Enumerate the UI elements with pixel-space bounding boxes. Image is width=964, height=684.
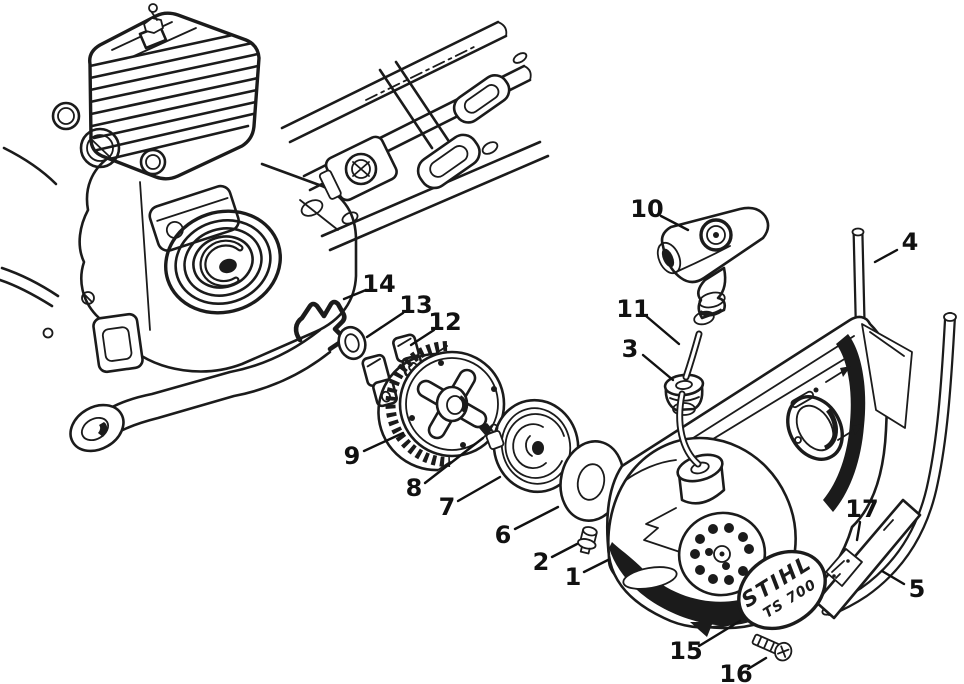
part-16-screw [751, 633, 793, 662]
handlebar-frame-illustration [280, 20, 550, 252]
callout-6: 6 [495, 521, 512, 549]
callout-10: 10 [630, 195, 663, 223]
callout-2: 2 [533, 548, 550, 576]
callout-3: 3 [622, 335, 639, 363]
starter-parts-row [293, 299, 625, 555]
callout-5: 5 [909, 575, 926, 603]
part-13-washer [337, 325, 367, 361]
part-3-rope-bushing [663, 373, 705, 416]
callout-14: 14 [362, 270, 395, 298]
left-hardware-illustration [0, 146, 144, 374]
callout-4: 4 [902, 228, 919, 256]
starter-cover-assembly: STIHL TS 700 [605, 206, 957, 662]
callout-15: 15 [669, 637, 702, 665]
part-15-logo-plate: STIHL TS 700 [737, 549, 827, 631]
part-11-starter-rope [676, 330, 703, 468]
callout-7: 7 [439, 493, 456, 521]
muffler-illustration [148, 184, 240, 252]
part-10-starter-grip [656, 206, 770, 326]
callout-12: 12 [428, 308, 461, 336]
recoil-spring-illustration [164, 209, 282, 315]
callout-13: 13 [399, 291, 432, 319]
callouts: 1 2 3 4 5 6 7 8 9 10 11 12 13 14 15 16 1… [342, 195, 926, 684]
cylinder-illustration [88, 11, 261, 181]
part-9-rope-rotor [377, 341, 506, 472]
part-2-screw [577, 526, 598, 555]
engine-assembly-illustration [0, 3, 550, 453]
spark-plug-illustration [138, 3, 168, 50]
part-1-starter-cover [605, 315, 913, 637]
handle-arm-illustration [69, 328, 332, 453]
engine-ports-illustration [51, 101, 167, 176]
callout-17: 17 [845, 495, 878, 523]
callout-11: 11 [616, 295, 649, 323]
callout-9: 9 [344, 442, 361, 470]
callout-1: 1 [565, 563, 582, 591]
part-17-label-strip [814, 498, 922, 620]
callout-16: 16 [719, 660, 752, 684]
callout-8: 8 [406, 474, 423, 502]
